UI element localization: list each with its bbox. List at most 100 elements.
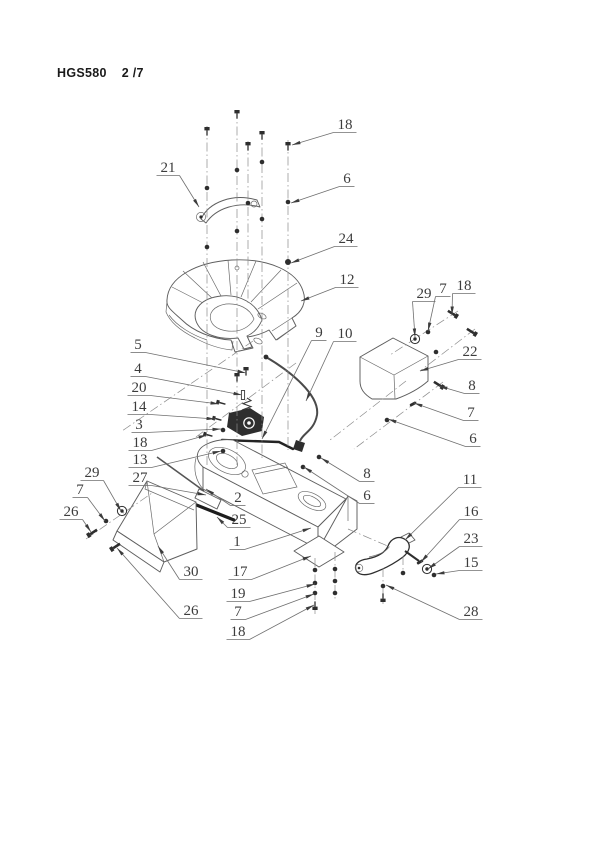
- callout-number: 5: [134, 337, 142, 353]
- leader-arrow-icon: [321, 458, 330, 464]
- leader-arrow-icon: [198, 435, 207, 439]
- callout-number: 7: [467, 405, 475, 421]
- leader-arrow-icon: [262, 430, 268, 439]
- model-number: HGS580: [57, 66, 107, 80]
- callout-number: 6: [343, 171, 351, 187]
- callout-number: 6: [363, 488, 371, 504]
- leader-arrow-icon: [428, 562, 436, 569]
- callout-17: 17: [228, 555, 312, 580]
- callout-12: 12: [300, 272, 359, 302]
- part-mount-bracket: [359, 337, 429, 400]
- leader-arrow-icon: [237, 369, 246, 373]
- axis-centerlines: [85, 110, 476, 614]
- callout-number: 24: [339, 231, 355, 247]
- callout-number: 19: [231, 586, 246, 602]
- callout-26: 26: [116, 547, 203, 619]
- callout-number: 16: [464, 504, 480, 520]
- callout-13: 13: [128, 450, 222, 468]
- fastener-n-icon: [300, 464, 306, 470]
- callout-2: 2: [205, 488, 246, 506]
- leader-arrow-icon: [197, 491, 206, 496]
- callout-number: 18: [457, 278, 472, 294]
- callout-number: 15: [464, 555, 479, 571]
- fastener-n-icon: [204, 185, 210, 191]
- fastener-r-icon: [116, 505, 128, 517]
- fastener-db-icon: [85, 528, 98, 539]
- callout-1: 1: [229, 527, 312, 550]
- fastener-s-icon: [204, 127, 210, 136]
- callout-number: 30: [184, 564, 199, 580]
- fastener-s-icon: [259, 131, 265, 140]
- part-torsion-bar: [192, 502, 236, 522]
- callout-29: 29: [80, 465, 122, 512]
- leader-arrow-icon: [291, 198, 300, 203]
- fastener-n-icon: [220, 448, 226, 454]
- fastener-n-icon: [332, 578, 338, 584]
- leader-arrow-icon: [292, 140, 301, 145]
- callout-number: 28: [464, 604, 479, 620]
- callout-7: 7: [427, 281, 451, 332]
- fastener-db-icon: [447, 309, 460, 320]
- leader-arrow-icon: [388, 419, 397, 424]
- leader-arrow-icon: [305, 594, 314, 599]
- fastener-s-icon: [285, 142, 291, 151]
- fastener-n-icon: [431, 572, 437, 578]
- callout-18: 18: [450, 278, 476, 316]
- callout-number: 2: [234, 490, 242, 506]
- callout-26: 26: [59, 504, 92, 533]
- fastener-n-icon: [384, 417, 390, 423]
- callout-6: 6: [290, 171, 355, 204]
- callout-number: 8: [363, 466, 371, 482]
- callout-number: 11: [463, 472, 477, 488]
- fastener-n-icon: [285, 259, 291, 265]
- callout-number: 7: [439, 281, 447, 297]
- part-spring-rod: [156, 456, 205, 492]
- leader-arrow-icon: [305, 605, 314, 611]
- drawing-header: HGS580 2 /7: [57, 66, 144, 80]
- fastener-n-icon: [380, 583, 386, 589]
- leader-arrow-icon: [212, 427, 221, 432]
- callout-number: 8: [468, 378, 476, 394]
- callout-number: 18: [338, 117, 353, 133]
- fastener-db-icon: [433, 380, 446, 391]
- leader-arrow-icon: [212, 451, 221, 455]
- fastener-s-icon: [234, 373, 240, 382]
- leader-arrow-icon: [304, 467, 313, 474]
- fastener-su-icon: [312, 601, 318, 610]
- fastener-n-icon: [332, 566, 338, 572]
- part-lock-bar: [220, 438, 295, 451]
- fastener-n-icon: [332, 590, 338, 596]
- callout-20: 20: [127, 380, 220, 405]
- fastener-db-icon: [108, 542, 121, 553]
- part-wear-plate: [293, 535, 345, 568]
- callout-18: 18: [226, 604, 315, 640]
- callout-18: 18: [291, 117, 357, 146]
- callout-number: 22: [463, 344, 478, 360]
- part-release-cable: [263, 354, 319, 452]
- callout-7: 7: [230, 593, 315, 620]
- callout-28: 28: [385, 584, 483, 620]
- callout-18: 18: [128, 434, 208, 451]
- callout-11: 11: [404, 472, 482, 541]
- leader-arrow-icon: [301, 296, 310, 301]
- fastener-db-icon: [466, 327, 479, 338]
- callout-7: 7: [72, 482, 106, 522]
- part-base-housing: [194, 439, 358, 550]
- fastener-n-icon: [285, 199, 291, 205]
- fastener-n-icon: [425, 329, 431, 335]
- callout-number: 29: [85, 465, 100, 481]
- callout-number: 4: [134, 361, 142, 377]
- callout-number: 7: [234, 604, 242, 620]
- callout-9: 9: [261, 325, 327, 440]
- callout-22: 22: [419, 344, 482, 372]
- callout-number: 25: [232, 512, 247, 528]
- callout-number: 18: [231, 624, 246, 640]
- fastener-n-icon: [400, 570, 406, 576]
- callout-number: 12: [340, 272, 355, 288]
- leader-arrow-icon: [210, 401, 219, 405]
- leader-arrow-icon: [117, 548, 124, 556]
- leader-arrow-icon: [302, 556, 311, 561]
